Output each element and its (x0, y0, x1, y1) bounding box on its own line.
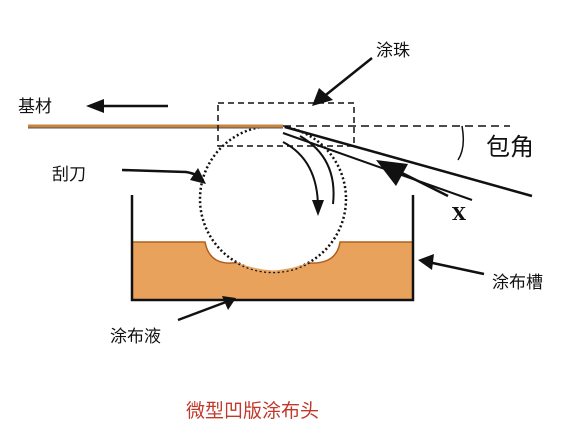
liquid-pointer-arrowhead (222, 296, 236, 310)
wrap-angle-arc (457, 125, 465, 161)
doctor-blade-pointer-arrow (121, 168, 204, 181)
tension-arrowhead (376, 160, 408, 186)
substrate-web-exit-inner (282, 132, 473, 201)
substrate-web-exit (284, 125, 533, 198)
label-bead: 涂珠 (376, 41, 410, 61)
doctor-blade-pointer-arrowhead (190, 168, 206, 184)
liquid-pointer-arrow (177, 300, 227, 322)
label-x: X (452, 204, 466, 225)
label-substrate: 基材 (18, 97, 52, 117)
label-doctor-blade: 刮刀 (52, 165, 86, 185)
label-liquid: 涂布液 (110, 327, 161, 347)
substrate-direction-arrowhead (86, 99, 104, 113)
coating-tank (130, 195, 415, 302)
label-wrap-angle: 包角 (486, 133, 534, 161)
rotation-arrowhead-inner (312, 200, 324, 216)
label-tank: 涂布槽 (492, 273, 543, 293)
tank-pointer-arrow (427, 260, 485, 276)
diagram-caption: 微型凹版涂布头 (186, 400, 319, 422)
bead-pointer-arrowhead (312, 88, 333, 106)
bead-pointer-arrow (321, 57, 373, 99)
tank-pointer-arrowhead (418, 254, 434, 270)
